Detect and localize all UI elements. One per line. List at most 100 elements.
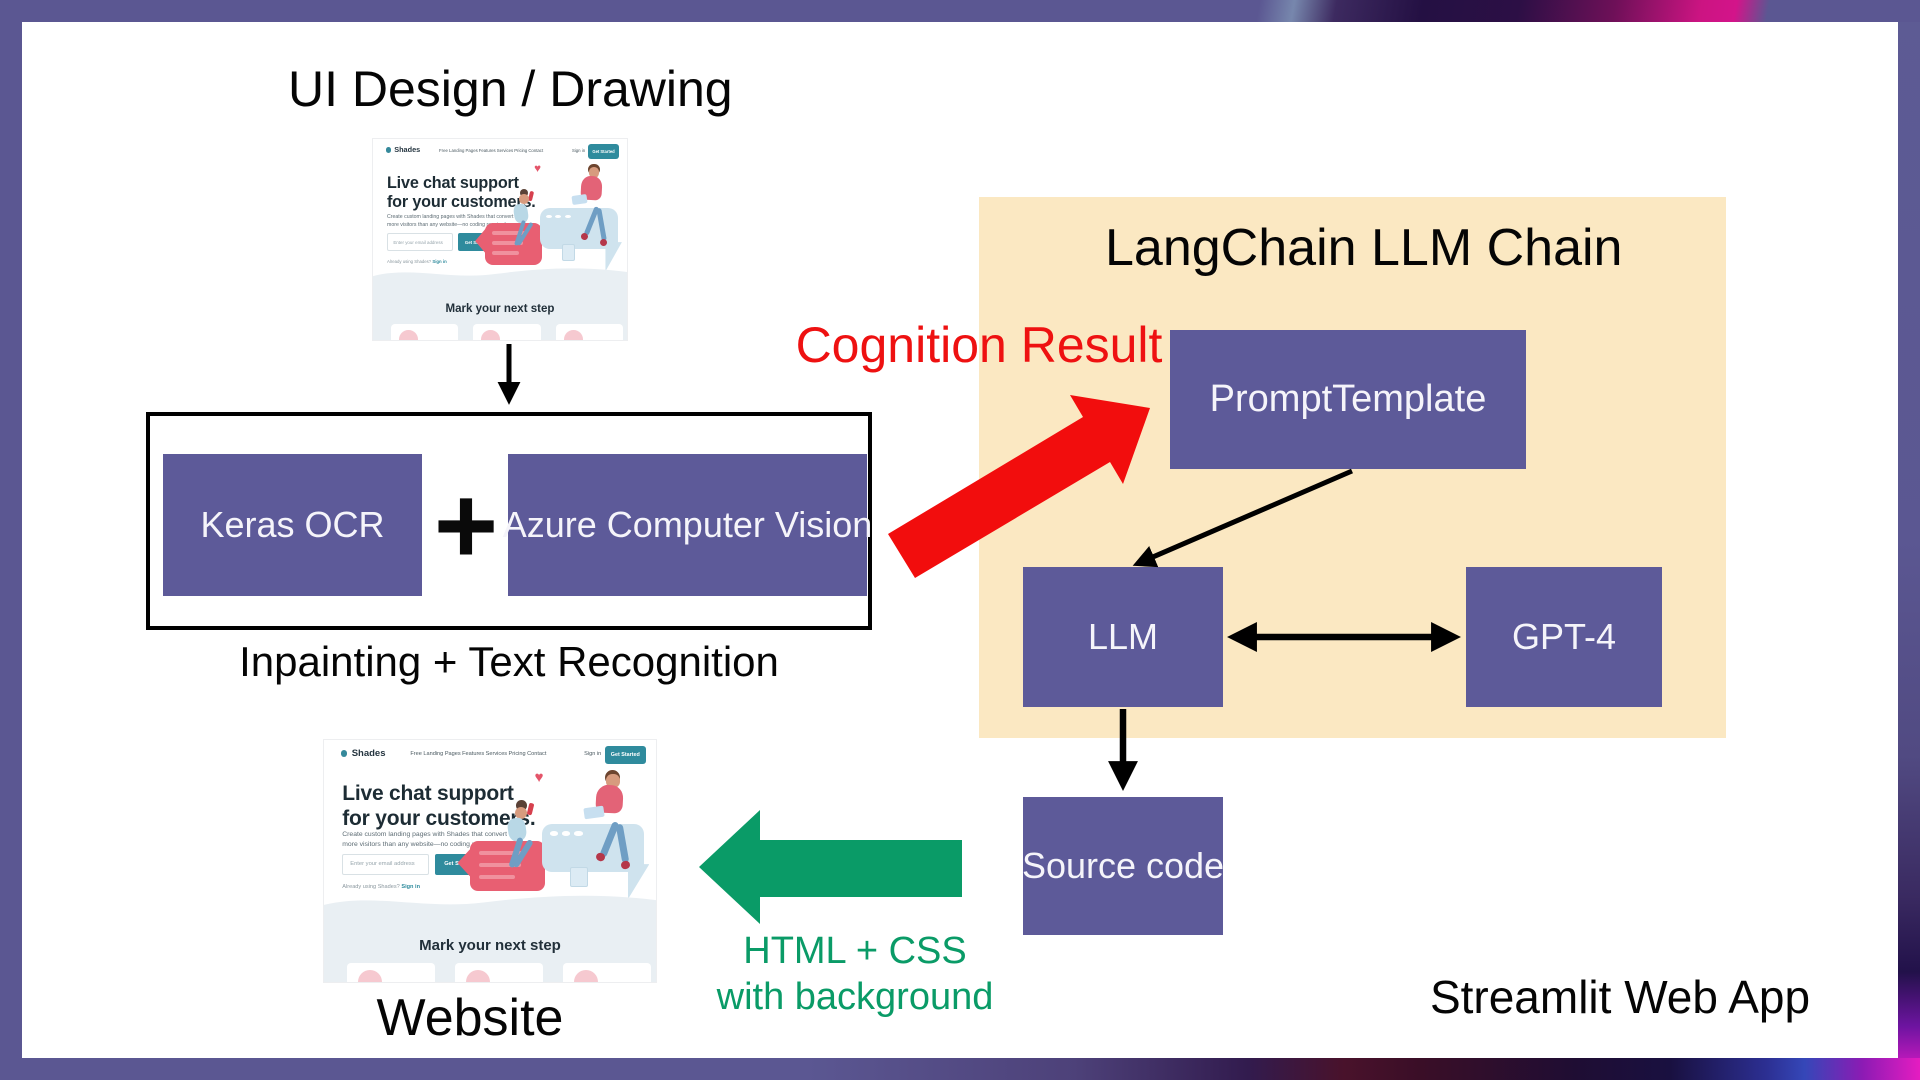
get-started-button[interactable]: Get Started [604, 746, 647, 765]
node-keras-ocr: Keras OCR [163, 454, 422, 596]
already-signin-link[interactable]: Sign in [401, 883, 420, 890]
website-label: Website [376, 989, 564, 1047]
frame-border-top [0, 0, 1920, 22]
step-card [390, 323, 459, 340]
cognition-result-label: Cognition Result [795, 317, 1163, 373]
nav-free-landing-pages[interactable]: Free Landing Pages [410, 751, 461, 758]
pink-chat-bubble [484, 223, 543, 265]
woman-body [512, 203, 529, 224]
laptop [571, 193, 588, 205]
sign-in-link[interactable]: Sign in [584, 751, 602, 758]
hero-title-line2: for your customers. [386, 193, 536, 212]
heart-icon: ♥ [534, 163, 541, 176]
woman-head [519, 194, 529, 204]
woman-phone [526, 802, 535, 816]
inpainting-label: Inpainting + Text Recognition [239, 638, 779, 685]
bubble-stripe [479, 863, 521, 868]
nav-pricing[interactable]: Pricing [508, 751, 526, 758]
hero-body-line1: Create custom landing pages with Shades … [386, 214, 514, 221]
shades-logo: Shades [385, 145, 421, 155]
sign-in-link[interactable]: Sign in [571, 148, 586, 154]
hero-body-line1: Create custom landing pages with Shades … [342, 830, 507, 838]
plus-sign: + [433, 463, 499, 587]
with-background-label: with background [716, 976, 994, 1018]
green-htmlcss-arrow [699, 810, 962, 924]
desk-dot [564, 214, 571, 219]
shades-nav: Free Landing Pages Features Services Pri… [410, 751, 546, 757]
card-circle [465, 970, 491, 982]
frame-border-left [0, 0, 22, 1080]
desk-dot [562, 831, 571, 836]
nav-features[interactable]: Features [462, 751, 485, 758]
woman-hair [515, 800, 527, 812]
section-title: Mark your next step [419, 937, 561, 955]
get-started-button[interactable]: Get Started [587, 144, 620, 160]
already-using-prompt: Already using Shades? [386, 258, 432, 264]
node-source-code: Source code [1022, 797, 1224, 935]
bubble-stripe [479, 851, 526, 856]
hero-title-line1: Live chat support [386, 174, 519, 193]
woman-phone [528, 190, 535, 202]
shades-logo-text: Shades [351, 747, 386, 759]
desk-dot [545, 214, 553, 219]
pink-chat-bubble [470, 841, 546, 892]
node-llm: LLM [1023, 567, 1223, 707]
card-circle [398, 330, 418, 340]
email-input[interactable] [342, 853, 429, 876]
desk-dot [574, 831, 583, 836]
desk-dot [549, 831, 559, 836]
already-signin-link[interactable]: Sign in [432, 258, 447, 264]
step-card [347, 962, 436, 982]
woman-hair [519, 189, 528, 198]
nav-contact[interactable]: Contact [528, 148, 544, 154]
email-input[interactable] [386, 233, 453, 252]
nav-free-landing-pages[interactable]: Free Landing Pages [439, 148, 478, 154]
laptop [583, 805, 605, 820]
shades-logo-text: Shades [394, 145, 421, 155]
woman-head [514, 806, 528, 820]
node-prompt-template: PromptTemplate [1170, 330, 1526, 469]
nav-services[interactable]: Services [485, 751, 508, 758]
step-card [455, 962, 544, 982]
shades-logo-icon [340, 749, 348, 757]
envelope-icon [561, 244, 576, 262]
already-using-prompt: Already using Shades? [342, 883, 400, 890]
step-card [473, 323, 541, 340]
shades-logo: Shades [340, 747, 386, 759]
bubble-stripe [479, 875, 516, 880]
nav-contact[interactable]: Contact [527, 751, 547, 758]
frame-border-bottom [0, 1058, 1920, 1080]
step-card [563, 962, 651, 982]
ui-design-label: UI Design / Drawing [288, 61, 733, 117]
card-circle [357, 970, 383, 982]
card-circle [563, 330, 583, 340]
hero-title-line1: Live chat support [342, 782, 514, 806]
desk-dot [555, 214, 562, 219]
shades-nav: Free Landing Pages Features Services Pri… [439, 148, 543, 153]
hero-body-line2: more visitors than any website—no coding… [386, 222, 508, 229]
hero-illustration: ♥ [475, 161, 622, 274]
pink-bubble-tail [475, 226, 488, 256]
hero-body: Create custom landing pages with Shades … [342, 830, 507, 851]
step-card [555, 323, 624, 340]
already-using-text: Already using Shades? Sign in [387, 259, 447, 264]
hero-title: Live chat support for your customers. [387, 174, 536, 212]
frame-border-right [1898, 0, 1920, 1080]
ui-design-screenshot: Shades Free Landing Pages Features Servi… [373, 139, 627, 340]
hero-illustration: ♥ [457, 767, 650, 903]
wave-divider [324, 895, 656, 912]
website-screenshot: Shades Free Landing Pages Features Servi… [324, 740, 656, 982]
hero-body-line2: more visitors than any website—no coding… [342, 841, 499, 849]
card-circle [481, 330, 501, 340]
node-azure-computer-vision: Azure Computer Vision [503, 454, 872, 596]
nav-features[interactable]: Features [478, 148, 496, 154]
nav-pricing[interactable]: Pricing [514, 148, 528, 154]
nav-services[interactable]: Services [496, 148, 514, 154]
shades-logo-icon [385, 147, 391, 153]
man-head [588, 167, 600, 178]
bubble-stripe [491, 231, 528, 235]
hero-title: Live chat support for your customers. [342, 782, 535, 832]
wave-divider [373, 268, 627, 282]
hero-body: Create custom landing pages with Shades … [387, 213, 513, 229]
